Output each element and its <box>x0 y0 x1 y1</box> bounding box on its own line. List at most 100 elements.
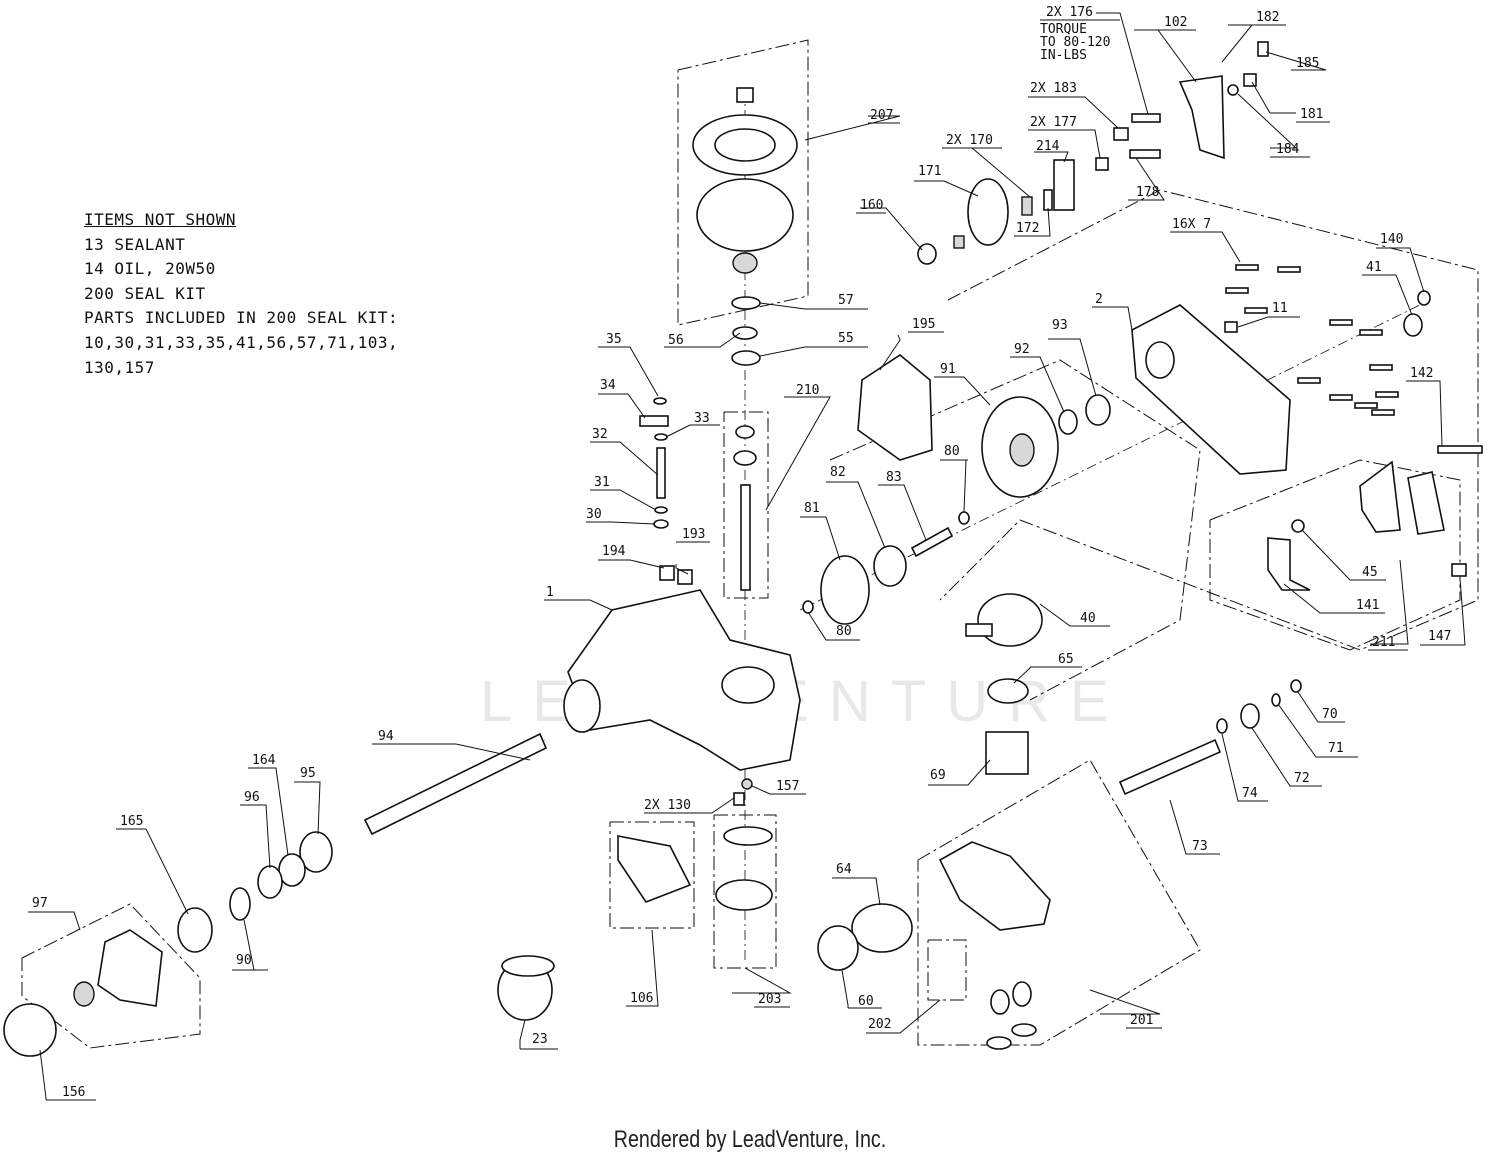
ring-57 <box>731 296 761 310</box>
washer-70 <box>1290 679 1302 693</box>
plug-130 <box>733 792 745 806</box>
callout-92: 92 <box>1014 342 1030 357</box>
callout-34: 34 <box>600 378 616 393</box>
bracket-106 <box>617 835 692 903</box>
callout-41: 41 <box>1366 260 1382 275</box>
callout-30: 30 <box>586 507 602 522</box>
callout-157: 157 <box>776 779 799 794</box>
callout-95: 95 <box>300 766 316 781</box>
notes-line: 130,157 <box>84 357 155 377</box>
callout-73: 73 <box>1192 839 1208 854</box>
bolt-176 <box>1131 113 1161 123</box>
pulley-nut <box>736 87 754 103</box>
callout-183: 2X 183 <box>1030 81 1077 96</box>
callout-184: 184 <box>1276 142 1300 157</box>
callout-171: 171 <box>918 164 941 179</box>
callout-181: 181 <box>1300 107 1323 122</box>
clip-185 <box>1257 41 1269 57</box>
callout-194: 194 <box>602 544 626 559</box>
callout-65: 65 <box>1058 652 1074 667</box>
trunnion-40 <box>977 593 1043 647</box>
block-170a <box>953 235 965 249</box>
callout-40: 40 <box>1080 611 1096 626</box>
block-69 <box>985 731 1029 775</box>
fan-hub <box>732 252 758 274</box>
washer-80b <box>802 600 814 614</box>
callout-81: 81 <box>804 501 820 516</box>
group-202-box <box>927 939 967 1001</box>
callout-185: 185 <box>1296 56 1319 71</box>
callout-69: 69 <box>930 768 946 783</box>
plug-11 <box>1224 321 1238 333</box>
callout-80b: 80 <box>836 624 852 639</box>
callout-170: 2X 170 <box>946 133 993 148</box>
callout-142: 142 <box>1410 366 1433 381</box>
ring-71 <box>1271 693 1281 707</box>
arm-34 <box>639 415 669 427</box>
callout-176: 2X 176 <box>1046 5 1093 20</box>
bolts-7 <box>1225 264 1399 416</box>
callout-210: 210 <box>796 383 819 398</box>
callout-93: 93 <box>1052 318 1068 333</box>
group-main-housing-box <box>939 189 1479 651</box>
callout-torque-range: TO 80-120 <box>1040 35 1110 50</box>
bracket-102 <box>1178 75 1225 160</box>
callout-96: 96 <box>244 790 260 805</box>
callout-32: 32 <box>592 427 608 442</box>
bearing-93 <box>1085 394 1111 426</box>
callout-torque-unit: IN-LBS <box>1040 48 1087 63</box>
callout-57: 57 <box>838 293 854 308</box>
cover-2-bore <box>1145 341 1175 379</box>
nut-97 <box>73 981 95 1007</box>
callout-55: 55 <box>838 331 854 346</box>
washer-55 <box>731 350 761 366</box>
callout-172: 172 <box>1016 221 1039 236</box>
ball-157 <box>741 778 753 790</box>
callout-94: 94 <box>378 729 394 744</box>
cover-195 <box>857 354 933 461</box>
callout-195: 195 <box>912 317 935 332</box>
hub-97 <box>97 929 163 1007</box>
cap-203 <box>715 879 773 911</box>
ring-90 <box>229 887 251 921</box>
callout-56: 56 <box>668 333 684 348</box>
seal-203 <box>723 826 773 846</box>
callout-torque: TORQUE <box>1040 22 1087 37</box>
callout-102: 102 <box>1164 15 1187 30</box>
pulley-inner <box>714 128 776 162</box>
washer-140 <box>1417 290 1431 306</box>
callout-35: 35 <box>606 332 622 347</box>
ring-45 <box>1291 519 1305 533</box>
callout-60: 60 <box>858 994 874 1009</box>
plug-193 <box>677 569 693 585</box>
seal-30 <box>653 519 669 529</box>
plate-60 <box>817 925 859 971</box>
group-207-box <box>677 39 809 326</box>
notes-line: 10,30,31,33,35,41,56,57,71,103, <box>84 332 399 352</box>
bolt-178 <box>1129 149 1161 159</box>
shaft-73 <box>1118 738 1222 796</box>
callout-141: 141 <box>1356 598 1379 613</box>
input-shaft-210 <box>740 484 751 591</box>
callout-1: 1 <box>546 585 554 600</box>
group-201-box <box>917 759 1201 1046</box>
housing-1-top <box>721 666 775 704</box>
callout-202: 202 <box>868 1017 891 1032</box>
block-170b <box>1021 196 1033 216</box>
washer-92 <box>1058 409 1078 435</box>
washer-35 <box>653 397 667 405</box>
center-section-201 <box>938 841 1051 931</box>
callout-31: 31 <box>594 475 610 490</box>
seal-65 <box>987 678 1029 704</box>
washer-184 <box>1227 84 1239 96</box>
gear-81 <box>820 555 870 625</box>
group-211-box <box>1209 459 1461 651</box>
callout-33: 33 <box>694 411 710 426</box>
callout-178: 178 <box>1136 185 1159 200</box>
seal-201b <box>1011 1023 1037 1037</box>
callout-193: 193 <box>682 527 705 542</box>
trunnion-40-arm <box>965 623 993 637</box>
callout-211: 211 <box>1372 635 1395 650</box>
callout-106: 106 <box>630 991 653 1006</box>
